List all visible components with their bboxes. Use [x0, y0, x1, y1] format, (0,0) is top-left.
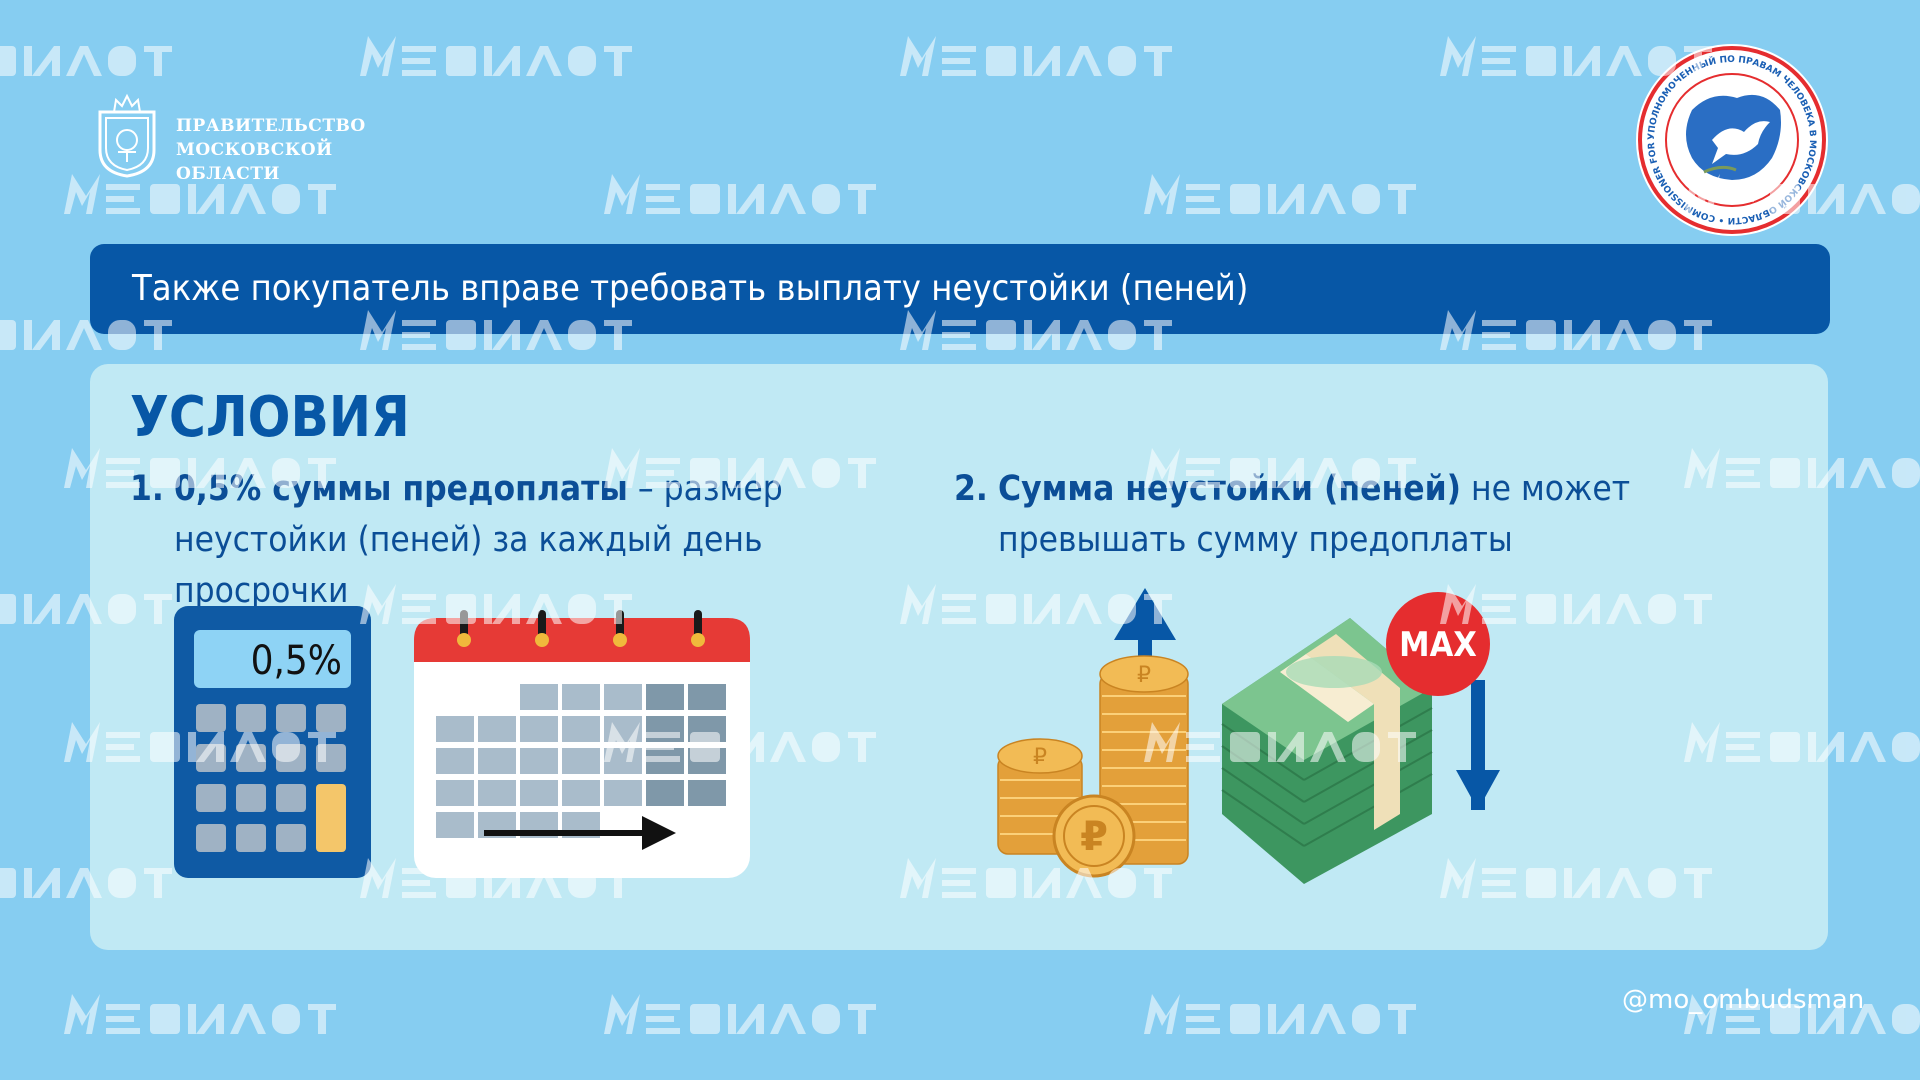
- condition-rest-2: не может превышать сумму предоплаты: [998, 469, 1631, 560]
- coin-stack-icon: ₽ ₽ ₽: [997, 655, 1189, 878]
- ombudsman-logo: УПОЛНОМОЧЕННЫЙ ПО ПРАВАМ ЧЕЛОВЕКА В МОСК…: [1632, 40, 1828, 236]
- headline-text: Также покупатель вправе требовать выплат…: [132, 268, 1249, 309]
- arrow-down-icon: [1456, 680, 1500, 810]
- condition-bold-1: 0,5% суммы предоплаты: [174, 469, 628, 509]
- conditions-panel: [90, 364, 1828, 950]
- svg-text:₽: ₽: [1137, 663, 1151, 688]
- conditions-title: УСЛОВИЯ: [130, 385, 410, 450]
- max-badge-text: MAX: [1399, 625, 1477, 665]
- calendar-icon: [414, 610, 750, 878]
- money-illustration: ₽ ₽ ₽ MAX: [997, 588, 1500, 884]
- condition-number-2: 2.: [954, 469, 988, 509]
- svg-text:₽: ₽: [1033, 745, 1047, 770]
- condition-number-1: 1.: [130, 469, 164, 509]
- government-name: ПРАВИТЕЛЬСТВО МОСКОВСКОЙ ОБЛАСТИ: [176, 114, 366, 186]
- social-handle: @mo_ombudsman: [1622, 985, 1865, 1015]
- government-name-line-2: МОСКОВСКОЙ: [176, 140, 333, 160]
- calculator-icon: 0,5%: [174, 606, 371, 878]
- government-name-line-3: ОБЛАСТИ: [176, 164, 280, 184]
- calculator-display: 0,5%: [251, 638, 342, 684]
- ruble-icon: ₽: [1080, 814, 1108, 860]
- government-name-line-1: ПРАВИТЕЛЬСТВО: [176, 116, 366, 136]
- moscow-region-coat-of-arms-icon: [98, 93, 156, 178]
- dove-icon: [1712, 121, 1770, 164]
- condition-bold-2: Сумма неустойки (пеней): [998, 469, 1462, 509]
